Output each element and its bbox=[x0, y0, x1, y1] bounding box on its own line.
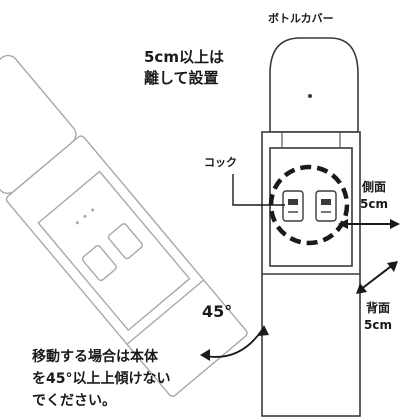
bottle-cover-label: ボトルカバー bbox=[268, 12, 334, 25]
tilted-front-panel bbox=[37, 170, 191, 332]
tap-left bbox=[282, 190, 304, 222]
double-arrow-icon bbox=[338, 219, 400, 229]
cock-taps bbox=[282, 190, 337, 222]
tilted-tap-right bbox=[107, 223, 143, 260]
upright-water-server bbox=[261, 37, 361, 417]
back-arrow-icon bbox=[356, 261, 398, 294]
tilted-water-server bbox=[0, 54, 248, 397]
tilted-divider bbox=[126, 279, 205, 345]
cover-dot bbox=[308, 94, 312, 98]
angle-label: 45° bbox=[202, 302, 233, 321]
cock-label: コック bbox=[204, 156, 237, 169]
cock-leader-line bbox=[232, 174, 285, 206]
bottle-cover bbox=[269, 37, 359, 133]
clearance-note: 5cm以上は 離して設置 bbox=[144, 48, 224, 87]
tap-right bbox=[315, 190, 337, 222]
side-clearance-label: 側面 5cm bbox=[360, 180, 388, 211]
tilt-warning: 移動する場合は本体 を45°以上上傾けない でください。 bbox=[32, 349, 171, 409]
back-clearance-label: 背面 5cm bbox=[364, 301, 392, 332]
tilted-tap-left bbox=[81, 245, 117, 282]
curved-arrow-icon bbox=[200, 325, 269, 361]
